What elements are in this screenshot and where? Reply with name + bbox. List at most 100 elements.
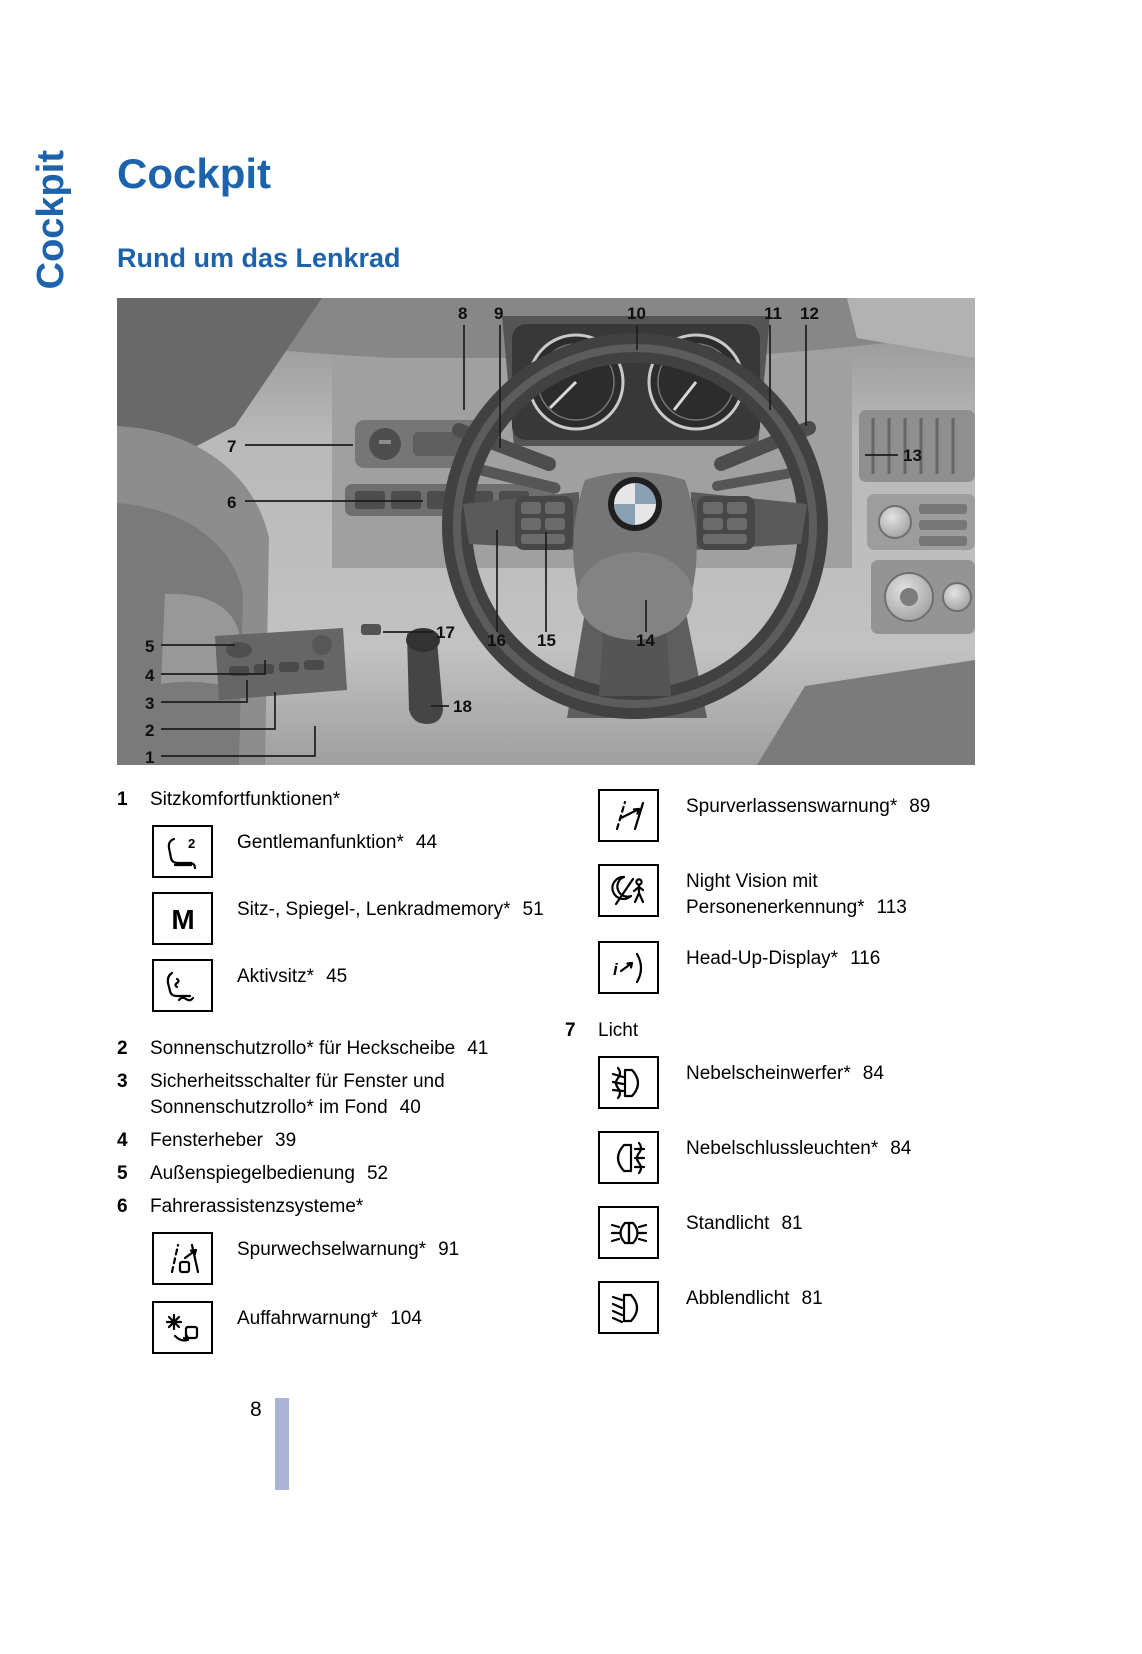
legend-subitem-text: Auffahrwarnung* [237,1308,379,1329]
legend-subitem-label: Spurverlassenswarnung* 89 [686,789,975,820]
page-reference: 89 [909,796,931,817]
legend-item-text: Fensterheber [150,1130,264,1151]
bmw-roundel [608,477,662,531]
page-reference: 51 [522,899,544,920]
gear-shifter [406,628,443,724]
legend-subitem-label: Night Vision mit Personenerkennung*113 [686,864,975,921]
callout-label-4: 4 [145,666,155,685]
left-lower-stalk [467,462,561,494]
page-reference: 39 [275,1130,297,1151]
legend-subitem-lane-change: Spurwechselwarnung*91 [152,1232,565,1285]
callout-label-11: 11 [764,304,782,323]
callout-label-5: 5 [145,637,154,656]
callout-label-6: 6 [227,493,236,512]
legend-item-label: Sitzkomfortfunktionen* [150,787,565,813]
svg-text:i: i [613,960,619,979]
legend-subitem-head-up: i Head-Up-Display* 116 [598,941,975,994]
legend-subitem-label: Spurwechselwarnung*91 [237,1232,565,1263]
legend-item-label: Licht [598,1018,975,1044]
page-reference: 44 [415,832,438,853]
lane-change-warning-icon [152,1232,213,1285]
legend-item-7: 7 Licht [565,1018,975,1044]
dashboard-diagram: 1 2 3 4 5 6 7 8 9 10 11 12 13 14 15 16 1… [117,298,975,767]
callout-label-16: 16 [487,631,506,650]
page-reference: 52 [366,1163,389,1184]
callout-lines [161,325,898,757]
callout-label-14: 14 [636,631,655,650]
legend-subitem-text: Gentlemanfunktion* [237,832,404,853]
callout-label-9: 9 [494,304,503,323]
footer-bar [274,1398,289,1490]
legend-subitem-label: Auffahrwarnung* 104 [237,1301,565,1332]
page-title: Cockpit [117,150,272,197]
legend-item-number: 3 [117,1071,128,1092]
legend-subitem-active-seat: Aktivsitz*45 [152,959,565,1012]
rear-fog-light-icon [598,1131,659,1184]
legend-subitem-text: Sitz-, Spiegel-, Lenkradmemory* [237,899,511,920]
night-vision-icon [598,864,659,917]
legend-subitem-text: Head-Up-Display* [686,948,839,969]
legend-subitem-collision: Auffahrwarnung* 104 [152,1301,565,1354]
legend-subitem-gentleman: 2 Gentlemanfunktion* 44 [152,825,565,878]
legend-item-text: Sitzkomfortfunktionen* [150,789,341,810]
legend-item-4: 4 Fensterheber 39 [117,1128,565,1154]
lane-departure-warning-icon [598,789,659,842]
legend: 1 Sitzkomfortfunktionen* 2 Gentlemanfunk… [117,787,975,1354]
legend-subitem-text: Spurverlassenswarnung* [686,796,898,817]
legend-item-text: Licht [598,1020,639,1041]
legend-right-column: Spurverlassenswarnung* 89 Night Vision mi… [565,787,975,1354]
legend-item-number: 1 [117,789,128,810]
legend-left-column: 1 Sitzkomfortfunktionen* 2 Gentlemanfunk… [117,787,565,1354]
legend-item-number: 4 [117,1130,128,1151]
legend-subitem-front-fog: Nebelscheinwerfer* 84 [598,1056,975,1109]
callout-label-10: 10 [627,304,646,323]
callout-label-7: 7 [227,437,236,456]
right-lower-stalk [712,467,802,491]
legend-item-1: 1 Sitzkomfortfunktionen* [117,787,565,813]
legend-item-text: Außenspiegelbedienung [150,1163,355,1184]
memory-function-icon: M [152,892,213,945]
legend-subitem-text: Abblendlicht [686,1288,790,1309]
page-reference: 41 [467,1038,489,1059]
active-seat-icon [152,959,213,1012]
legend-subitem-text: Standlicht [686,1213,770,1234]
page-reference: 84 [890,1138,912,1159]
head-up-display-icon: i [598,941,659,994]
legend-item-number: 2 [117,1038,128,1059]
callout-label-1: 1 [145,748,154,765]
collision-warning-icon [152,1301,213,1354]
legend-item-label: Außenspiegelbedienung 52 [150,1161,565,1187]
page-reference: 40 [399,1097,421,1118]
page-reference: 104 [390,1308,422,1329]
center-vents [859,410,975,482]
legend-item-label: Sicherheitsschalter für Fenster und Sonn… [150,1069,565,1121]
low-beam-icon [598,1281,659,1334]
page-reference: 84 [862,1063,884,1084]
legend-subitem-label: Nebelschlussleuchten*84 [686,1131,975,1162]
gentleman-function-icon: 2 [152,825,213,878]
page-reference: 81 [781,1213,803,1234]
legend-item-text: Sicherheitsschalter für Fenster und Sonn… [150,1071,445,1118]
chapter-tab-label: Cockpit [30,150,72,290]
legend-subitem-label: Nebelscheinwerfer* 84 [686,1056,975,1087]
legend-subitem-memory: M Sitz-, Spiegel-, Lenkradmemory* 51 [152,892,565,945]
legend-subitem-text: Nebelscheinwerfer* [686,1063,851,1084]
front-fog-light-icon [598,1056,659,1109]
callout-label-12: 12 [800,304,819,323]
section-title: Rund um das Lenkrad [117,243,401,273]
legend-item-number: 5 [117,1163,128,1184]
climate-controls [871,560,975,634]
legend-subitem-label: Sitz-, Spiegel-, Lenkradmemory* 51 [237,892,565,923]
light-switch [355,420,483,468]
legend-subitem-text: Aktivsitz* [237,966,315,987]
legend-item-number: 6 [117,1196,128,1217]
page-reference: 116 [850,948,881,969]
legend-subitem-text: Night Vision mit Personenerkennung* [686,871,865,918]
callout-labels: 1 2 3 4 5 6 7 8 9 10 11 12 13 14 15 16 1… [145,304,922,767]
legend-item-number: 7 [565,1020,576,1041]
callout-label-17: 17 [436,623,455,642]
